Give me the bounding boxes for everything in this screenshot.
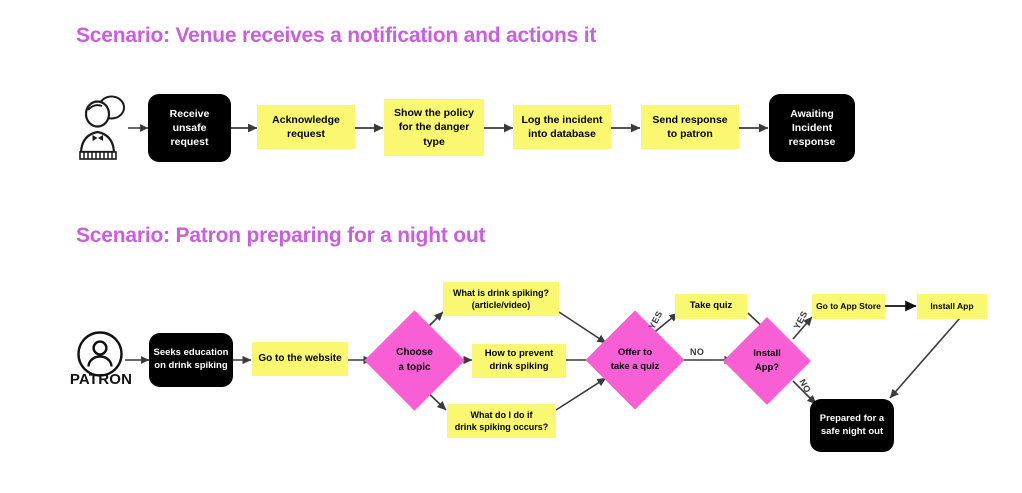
patron-avatar-icon	[76, 330, 124, 383]
edge-what-is-to-offer	[558, 311, 607, 344]
scenario-title-venue: Scenario: Venue receives a notification …	[76, 24, 597, 47]
node-prepared-safe-night[interactable]: Prepared for a safe night out	[810, 399, 894, 452]
edge-what-do-i-do-to-offer	[555, 377, 607, 411]
edge-install-to-prepared	[889, 317, 961, 399]
node-offer-to-take-a-quiz[interactable]: Offer to take a quiz	[585, 310, 685, 410]
node-send-response[interactable]: Send response to patron	[641, 105, 739, 149]
scenario-title-patron: Scenario: Patron preparing for a night o…	[76, 224, 486, 247]
node-what-is-drink-spiking[interactable]: What is drink spiking? (article/video)	[443, 282, 559, 316]
node-install-app[interactable]: Install App	[917, 294, 987, 319]
node-choose-a-topic-label: Choose a topic	[396, 347, 433, 373]
node-log-incident[interactable]: Log the incident into database	[513, 105, 611, 149]
patron-label: PATRON	[69, 371, 133, 388]
node-seeks-education[interactable]: Seeks education on drink spiking	[149, 333, 233, 387]
node-install-app-question[interactable]: Install App?	[723, 317, 811, 405]
edge-label-app-no: NO	[797, 377, 813, 395]
node-what-do-i-do[interactable]: What do I do if drink spiking occurs?	[447, 404, 556, 438]
node-go-to-app-store[interactable]: Go to App Store	[812, 294, 885, 319]
venue-staff-icon	[78, 94, 130, 165]
node-show-policy[interactable]: Show the policy for the danger type	[384, 99, 484, 156]
node-go-to-website[interactable]: Go to the website	[252, 342, 348, 376]
node-awaiting-incident-response[interactable]: Awaiting Incident response	[769, 94, 855, 162]
node-install-app-question-label: Install App?	[753, 348, 781, 373]
node-receive-unsafe-request[interactable]: Receive unsafe request	[148, 94, 231, 162]
node-acknowledge-request[interactable]: Acknowledge request	[257, 105, 355, 149]
node-how-to-prevent[interactable]: How to prevent drink spiking	[472, 344, 566, 378]
edge-label-quiz-no: NO	[690, 347, 705, 357]
edge-label-app-yes: YES	[791, 309, 810, 331]
node-choose-a-topic[interactable]: Choose a topic	[364, 310, 465, 411]
node-offer-to-take-a-quiz-label: Offer to take a quiz	[610, 347, 660, 372]
node-take-quiz[interactable]: Take quiz	[675, 294, 747, 319]
